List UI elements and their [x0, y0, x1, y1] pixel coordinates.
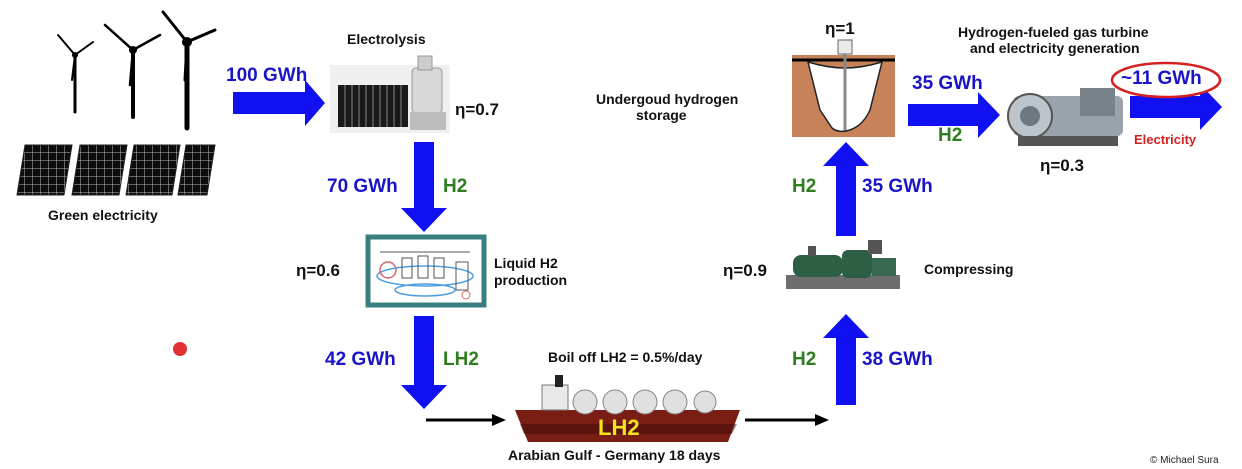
- energy-after-compression: 35 GWh: [862, 176, 933, 197]
- electrolyzer-icon: [330, 55, 450, 133]
- arrow-turbine-to-electricity: [1130, 84, 1222, 130]
- solar-panels-icon: [16, 144, 216, 196]
- label-liquid-h2-line1: Liquid H2: [494, 255, 558, 271]
- ship-cargo-label: LH2: [598, 415, 640, 440]
- gas-turbine-icon: [1007, 88, 1123, 146]
- liquefaction-plant-icon: [365, 234, 487, 308]
- label-route: Arabian Gulf - Germany 18 days: [508, 447, 721, 463]
- label-electricity: Electricity: [1134, 132, 1197, 147]
- label-turbine-line1: Hydrogen-fueled gas turbine: [958, 24, 1149, 40]
- energy-output: ~11 GWh: [1121, 68, 1202, 89]
- energy-after-electrolysis: 70 GWh: [327, 176, 398, 197]
- label-green-electricity: Green electricity: [48, 207, 158, 223]
- label-liquid-h2-line2: production: [494, 272, 568, 288]
- eta-liquefaction: η=0.6: [296, 261, 340, 280]
- wind-turbines-icon: [57, 10, 217, 131]
- energy-input: 100 GWh: [226, 65, 308, 86]
- red-dot-marker: [173, 342, 187, 356]
- arrow-storage-to-turbine: [908, 92, 1000, 138]
- label-turbine-line2: and electricity generation: [970, 40, 1140, 56]
- carrier-shipping-out: H2: [792, 349, 817, 370]
- arrow-renewables-to-electrolysis: [233, 80, 325, 126]
- credit-label: © Michael Sura: [1150, 455, 1219, 466]
- label-compressing: Compressing: [924, 261, 1014, 277]
- label-storage-line1: Undergoud hydrogen: [596, 91, 739, 107]
- arrow-electrolysis-to-liquefaction: [401, 142, 447, 232]
- carrier-liquefaction-out: LH2: [443, 349, 479, 370]
- eta-turbine: η=0.3: [1040, 156, 1084, 175]
- arrow-ship-to-compressor: [823, 314, 869, 405]
- energy-after-shipping: 38 GWh: [862, 349, 933, 370]
- arrow-liquefaction-to-ship: [401, 316, 447, 409]
- shipping-route-arrows: [426, 414, 829, 426]
- energy-flow-arrows: [233, 80, 1222, 409]
- lh2-tanker-ship-icon: [515, 375, 740, 442]
- label-storage-line2: storage: [636, 107, 687, 123]
- eta-compression: η=0.9: [723, 261, 767, 280]
- compressor-icon: [786, 240, 900, 289]
- carrier-storage-out: H2: [938, 125, 963, 146]
- eta-storage: η=1: [825, 19, 855, 38]
- underground-storage-icon: [792, 39, 895, 137]
- label-boil-off: Boil off LH2 = 0.5%/day: [548, 349, 703, 365]
- energy-after-storage: 35 GWh: [912, 73, 983, 94]
- eta-electrolysis: η=0.7: [455, 100, 499, 119]
- carrier-compression-out: H2: [792, 176, 817, 197]
- energy-after-liquefaction: 42 GWh: [325, 349, 396, 370]
- carrier-electrolysis-out: H2: [443, 176, 468, 197]
- arrow-compressor-to-storage: [823, 142, 869, 236]
- output-highlight-ellipse: [1110, 61, 1222, 99]
- label-electrolysis: Electrolysis: [347, 31, 426, 47]
